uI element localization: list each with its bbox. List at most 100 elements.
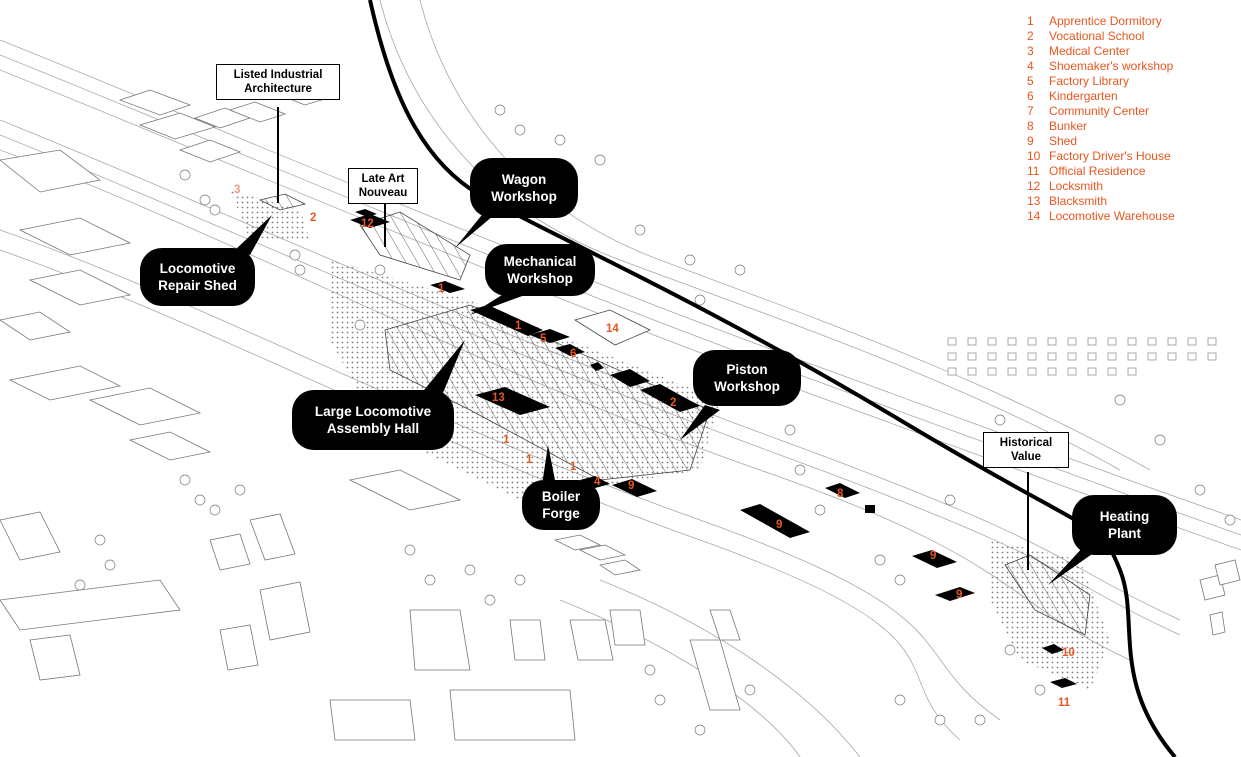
legend-number: 13 [1027,194,1041,208]
legend-label: Locksmith [1049,179,1104,193]
legend-item: 10 Factory Driver's House [1027,149,1232,164]
legend-label: Bunker [1049,119,1088,133]
map-number: 10 [1062,647,1075,659]
legend-label: Official Residence [1049,164,1146,178]
context-buildings [0,88,1241,741]
legend-number: 5 [1027,74,1034,88]
legend-label: Factory Library [1049,74,1130,88]
map-number: 11 [1058,697,1071,709]
legend-item: 8 Bunker [1027,119,1232,134]
legend-label: Locomotive Warehouse [1049,209,1175,223]
legend-label: Factory Driver's House [1049,149,1171,163]
callout-line: Workshop [507,271,573,286]
map-number: 6 [570,348,577,360]
callout-line: Repair Shed [158,278,237,293]
legend-label: Apprentice Dormitory [1049,14,1162,28]
map-number: 4 [594,476,601,488]
callout-line: Workshop [491,189,557,204]
note-line: Value [1010,451,1042,463]
legend-label: Community Center [1049,104,1150,118]
trees [74,104,1236,736]
legend-label: Blacksmith [1049,194,1108,208]
callout-line: Forge [542,506,580,521]
legend-number: 1 [1027,14,1034,28]
legend-number: 4 [1027,59,1034,73]
legend-item: 7 Community Center [1027,104,1232,119]
map-number: 12 [361,218,374,230]
note-connectors [277,107,1029,570]
legend-number: 11 [1027,164,1040,178]
legend-item: 5 Factory Library [1027,74,1232,89]
main-factory-complex [258,193,1091,636]
map-number: 2 [310,212,317,224]
callout-line: Large Locomotive [314,404,432,419]
legend-number: 9 [1027,134,1034,148]
legend-number: 10 [1027,149,1041,163]
legend-item: 2 Vocational School [1027,29,1232,44]
map-number: 13 [492,392,505,404]
legend-label: Medical Center [1049,44,1130,58]
legend-number: 2 [1027,29,1034,43]
map-number: 14 [606,323,619,335]
legend-item: 9 Shed [1027,134,1232,149]
map-number: 8 [837,488,844,500]
map-number: 1 [526,454,533,466]
note-line: Late Art [361,173,405,185]
map-number: 9 [930,550,937,562]
legend-item: 4 Shoemaker's workshop [1027,59,1232,74]
legend-label: Vocational School [1049,29,1145,43]
map-number: 2 [670,397,677,409]
legend-number: 7 [1027,104,1034,118]
legend-label: Shed [1049,134,1078,148]
legend-item: 6 Kindergarten [1027,89,1232,104]
legend-number: 8 [1027,119,1034,133]
map-number: 3 [234,184,241,196]
legend-item: 14 Locomotive Warehouse [1027,209,1232,224]
note-line: Listed Industrial [233,69,323,81]
note-line: Nouveau [358,187,408,199]
legend-number: 12 [1027,179,1041,193]
note-line: Architecture [244,83,312,95]
map-number: 5 [540,333,547,345]
callout-line: Assembly Hall [326,421,420,436]
east-housing [947,337,1217,376]
legend-label: Kindergarten [1049,89,1118,103]
legend-number: 6 [1027,89,1034,103]
legend-number: 3 [1027,44,1034,58]
legend-item: 12 Locksmith [1027,179,1232,194]
callout-line: Locomotive [159,261,236,276]
callout-line: Boiler [541,489,581,504]
main-rail-line [368,0,1177,757]
callout-line: Plant [1107,526,1141,541]
highlighted-buildings [350,209,1077,688]
legend-label: Shoemaker's workshop [1049,59,1174,73]
map-number: 9 [776,519,783,531]
map-number: 1 [570,461,577,473]
map-number: 9 [956,589,963,601]
legend-item: 11 Official Residence [1027,164,1232,179]
map-number: 1 [515,320,522,332]
map-number: 1 [438,283,445,295]
callout-line: Workshop [714,379,780,394]
callout-line: Wagon [501,172,547,187]
callout-line: Piston [726,362,768,377]
callout-line: Heating [1099,509,1150,524]
note-line: Historical [999,437,1053,449]
legend-item: 13 Blacksmith [1027,194,1232,209]
legend-number: 14 [1027,209,1041,223]
map-number: 1 [503,434,510,446]
legend-item: 3 Medical Center [1027,44,1232,59]
callout-line: Mechanical [503,254,577,269]
legend-item: 1 Apprentice Dormitory [1027,14,1232,29]
map-number: 9 [628,480,635,492]
